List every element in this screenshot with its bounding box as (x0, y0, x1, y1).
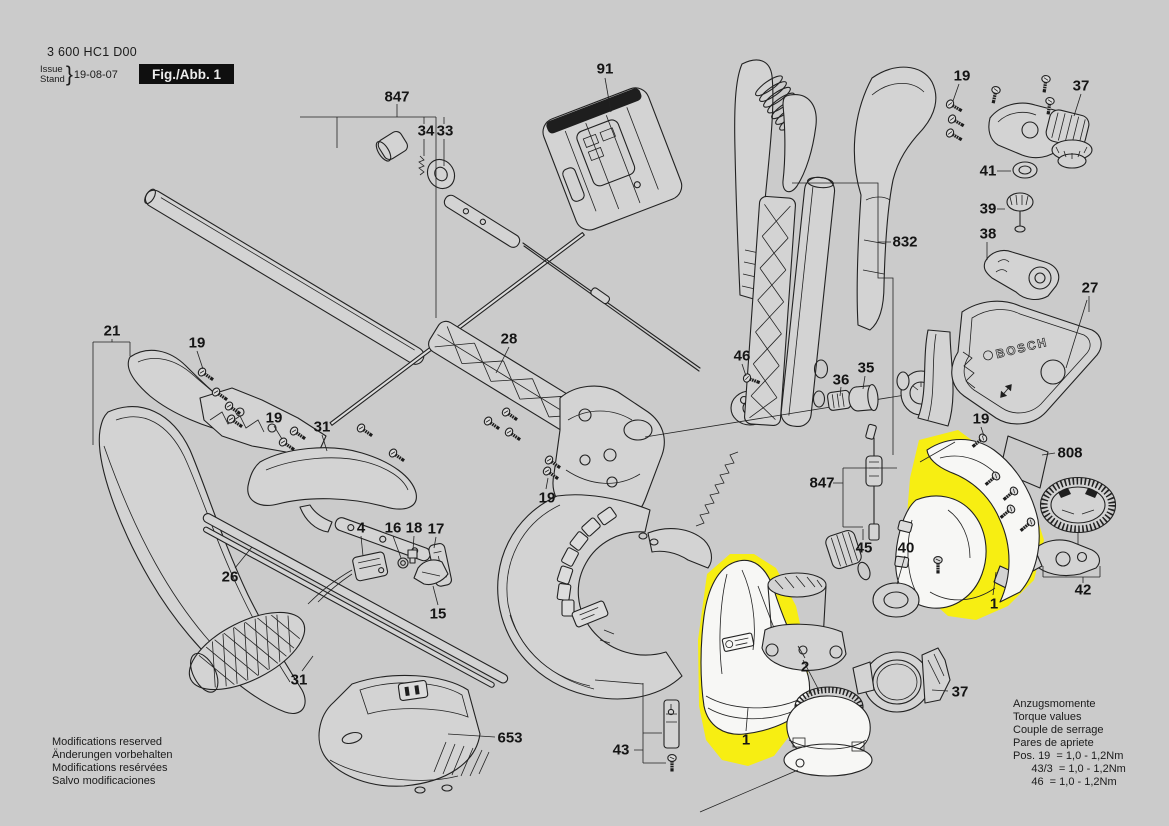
part-label-26: 26 (222, 569, 239, 586)
part-label-1: 1 (742, 732, 750, 749)
part-label-36: 36 (833, 372, 850, 389)
part-label-4: 4 (357, 520, 366, 537)
modifications-line: Salvo modificaciones (52, 775, 156, 787)
torque-line: Torque values (1013, 711, 1082, 723)
issue-date: 19-08-07 (73, 69, 118, 81)
modifications-line: Änderungen vorbehalten (52, 749, 173, 761)
guard-group (497, 494, 713, 700)
part-label-37: 37 (952, 684, 969, 701)
part-label-847: 847 (384, 89, 409, 106)
figure-box: Fig./Abb. 1 (139, 64, 234, 84)
motor-2 (761, 572, 847, 701)
torque-line: 43/3 = 1,0 - 1,2Nm (1013, 763, 1126, 775)
part-label-34: 34 (418, 123, 435, 140)
torque-line: Pos. 19 = 1,0 - 1,2Nm (1013, 750, 1124, 762)
part-label-27: 27 (1082, 280, 1099, 297)
blade-strip-26 (202, 513, 509, 688)
part-label-28: 28 (501, 331, 518, 348)
part-label-19: 19 (973, 411, 990, 428)
gear-knob-group (943, 73, 1093, 301)
part-label-35: 35 (858, 360, 875, 377)
brace-glyph: } (65, 63, 73, 86)
part-label-41: 41 (980, 163, 997, 180)
charger-653 (318, 674, 490, 794)
blade-43 (663, 699, 680, 774)
part-label-19: 19 (266, 410, 283, 427)
drawing-header: 3 600 HC1 D00 (47, 45, 137, 59)
modifications-line: Modifications reserved (52, 736, 163, 748)
arm-38 (983, 249, 1060, 301)
part-label-42: 42 (1075, 582, 1092, 599)
part-label-18: 18 (406, 520, 423, 537)
part-label-33: 33 (437, 123, 454, 140)
part-label-43: 43 (613, 742, 630, 759)
battery-91 (542, 87, 683, 231)
part-label-19: 19 (539, 490, 556, 507)
part-label-21: 21 (104, 323, 121, 340)
part-label-653: 653 (497, 730, 522, 747)
cover-27: BOSCH (951, 300, 1102, 425)
cord-and-couplers (481, 371, 920, 618)
part-label-19: 19 (954, 68, 971, 85)
torque-line: Pares de apriete (1013, 737, 1094, 749)
switch-parts-group (307, 543, 453, 605)
issue-label: Issue (40, 64, 63, 75)
part-label-1: 1 (990, 596, 998, 613)
part-label-847: 847 (809, 475, 834, 492)
trimmer-head-center (663, 559, 873, 813)
ring-41 (1012, 161, 1038, 179)
torque-line: 46 = 1,0 - 1,2Nm (1013, 776, 1117, 788)
torque-line: Anzugsmomente (1013, 698, 1096, 710)
part-label-37: 37 (1073, 78, 1090, 95)
upper-shaft-group (144, 130, 770, 527)
spool-assembly (699, 686, 873, 813)
part-label-2: 2 (801, 659, 809, 676)
part-label-40: 40 (898, 540, 915, 557)
part-label-38: 38 (980, 226, 997, 243)
model-number: 3 600 HC1 D00 (47, 45, 138, 59)
part-label-832: 832 (892, 234, 917, 251)
part-label-39: 39 (980, 201, 997, 218)
part-label-17: 17 (428, 521, 445, 538)
issue-block: Issue Stand } 19-08-07 (40, 63, 118, 87)
part-label-31: 31 (291, 672, 308, 689)
part-label-91: 91 (597, 61, 614, 78)
part-label-16: 16 (385, 520, 402, 537)
handle-group (644, 59, 954, 438)
spool-cover-37 (852, 647, 951, 713)
grip-31 (188, 599, 313, 701)
part-label-45: 45 (856, 540, 873, 557)
trimmer-head-right (894, 430, 1040, 609)
part-label-15: 15 (430, 606, 447, 623)
modifications-line: Modifications resérvées (52, 762, 168, 774)
part-label-46: 46 (734, 348, 751, 365)
part-label-31: 31 (314, 419, 331, 436)
left-shell-group (98, 349, 509, 714)
leader-lines (92, 77, 1101, 764)
knob-39 (1006, 192, 1034, 233)
stand-label: Stand (40, 74, 65, 85)
part-label-19: 19 (189, 335, 206, 352)
torque-line: Couple de serrage (1013, 724, 1104, 736)
part-label-808: 808 (1057, 445, 1082, 462)
